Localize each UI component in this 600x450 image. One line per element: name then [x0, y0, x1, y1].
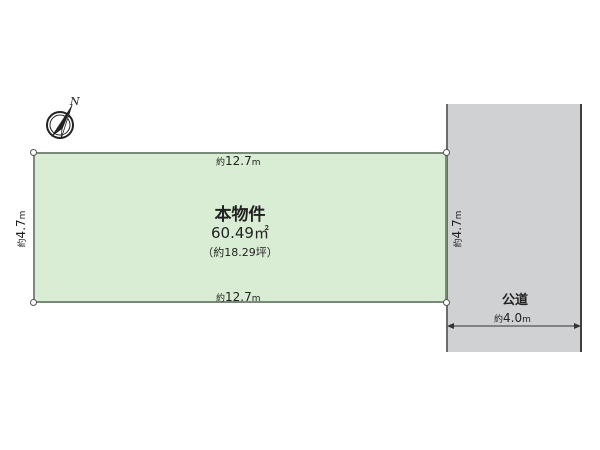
dim-value: 12.7 — [225, 290, 252, 304]
dim-unit: m — [522, 315, 531, 325]
vertex-bottom-right — [443, 299, 450, 306]
dim-unit: m — [251, 158, 261, 168]
property-title: 本物件 — [214, 205, 266, 225]
vertex-top-left — [30, 149, 37, 156]
dimension-right: 約4.7m — [450, 204, 464, 254]
dim-prefix: 約 — [454, 238, 464, 248]
dimension-left: 約4.7m — [14, 204, 28, 254]
road-width-arrow — [447, 323, 581, 329]
dim-prefix: 約 — [216, 158, 226, 168]
dim-value: 4.7 — [450, 219, 464, 239]
dim-prefix: 約 — [494, 315, 504, 325]
dimension-top: 約12.7m — [216, 154, 261, 168]
dim-value: 4.7 — [14, 219, 28, 239]
north-arrow-icon: N — [46, 95, 80, 140]
vertex-bottom-left — [30, 299, 37, 306]
dimension-bottom: 約12.7m — [216, 290, 261, 304]
dim-prefix: 約 — [18, 238, 28, 248]
dim-unit: m — [454, 210, 464, 220]
property-lot — [33, 152, 447, 303]
property-area-tsubo: （約18.29坪） — [202, 246, 278, 259]
property-area: 60.49㎡ — [211, 224, 269, 242]
public-road — [446, 104, 582, 352]
dim-prefix: 約 — [216, 294, 226, 304]
vertex-top-right — [443, 149, 450, 156]
dim-value: 4.0 — [503, 311, 523, 325]
road-label: 公道 — [501, 293, 528, 308]
dim-value: 12.7 — [225, 154, 252, 168]
road-width: 約4.0m — [494, 311, 531, 325]
dim-unit: m — [251, 294, 261, 304]
dim-unit: m — [18, 210, 28, 220]
svg-text:N: N — [69, 95, 80, 108]
